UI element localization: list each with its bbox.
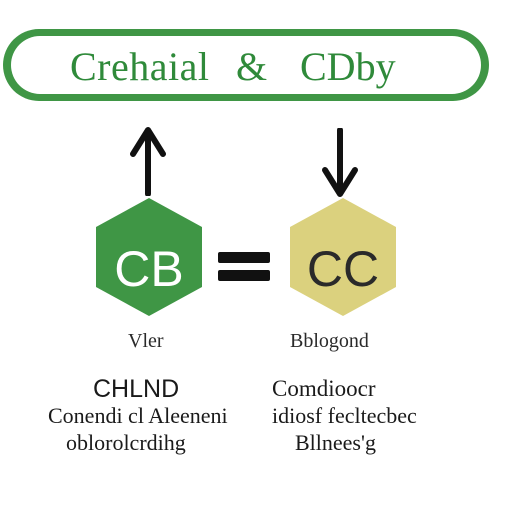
title-banner-inner (11, 36, 481, 94)
description-left-line-2: Conendi cl Aleeneni (48, 403, 228, 428)
title-banner (3, 29, 489, 101)
hexagon-label-cb: CB (114, 241, 184, 297)
caption-right: Bblogond (290, 330, 369, 352)
hexagon-node-cc (290, 198, 396, 316)
arrow-up-icon (130, 127, 166, 196)
banner-title-left: Crehaial (70, 44, 210, 89)
description-right-line-3: Bllnees'g (295, 430, 376, 455)
description-right-line-2: idiosf fecltecbec (272, 403, 417, 428)
hexagon-node-cb (96, 198, 202, 316)
equals-sign-icon (218, 252, 270, 263)
equals-sign-bar (218, 270, 270, 281)
banner-title-right: CDby (300, 44, 396, 89)
caption-left: Vler (128, 330, 164, 352)
hexagon-label-cc: CC (306, 241, 380, 297)
description-right-line-1: Comdioocr (272, 376, 376, 401)
description-left-line-3: oblorolcrdihg (66, 430, 186, 455)
description-left-line-1: CHLND (93, 375, 180, 403)
banner-title-ampersand: & (236, 44, 268, 89)
arrow-down-icon (322, 128, 358, 197)
